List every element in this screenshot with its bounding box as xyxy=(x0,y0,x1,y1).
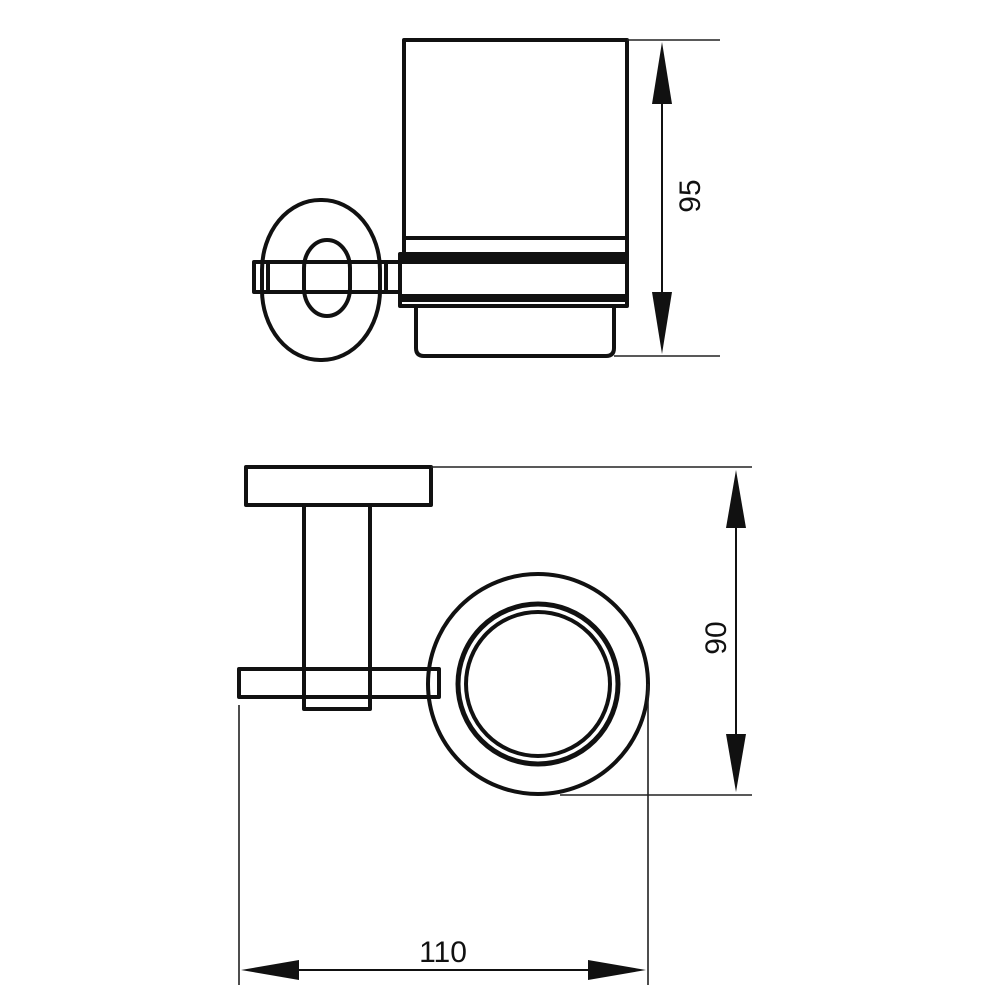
side-ring-holder xyxy=(398,252,629,308)
top-ring-holder xyxy=(426,572,650,796)
width-dimension-label: 110 xyxy=(419,936,467,969)
glass-upper-body xyxy=(402,38,629,256)
top-wall-plate xyxy=(244,465,433,507)
top-arm xyxy=(237,667,441,699)
wall-plate-inner-knob xyxy=(302,238,352,318)
top-view: 90 110 xyxy=(237,465,752,985)
height-dimension-label: 95 xyxy=(674,179,707,212)
ring-inner xyxy=(455,601,621,767)
ring-holder-top-band xyxy=(400,254,627,264)
width-arrow-left xyxy=(241,960,299,980)
wall-plate-outer xyxy=(260,198,382,362)
top-post xyxy=(302,503,372,711)
height-arrow-top xyxy=(652,42,672,104)
depth-dimension: 90 xyxy=(431,466,752,796)
height-arrow-bottom xyxy=(652,292,672,354)
side-view: 95 xyxy=(252,38,720,362)
side-glass xyxy=(402,38,629,358)
height-dimension: 95 xyxy=(614,39,720,357)
depth-arrow-top xyxy=(726,470,746,528)
width-arrow-right xyxy=(588,960,646,980)
glass-base xyxy=(414,306,616,358)
depth-arrow-bottom xyxy=(726,734,746,792)
ring-outer xyxy=(426,572,650,796)
ring-holder-bottom-band xyxy=(400,294,627,302)
depth-dimension-label: 90 xyxy=(700,621,733,654)
side-wall-plate xyxy=(260,198,382,362)
width-dimension: 110 xyxy=(238,684,649,985)
ring-inner-lip xyxy=(464,610,612,758)
